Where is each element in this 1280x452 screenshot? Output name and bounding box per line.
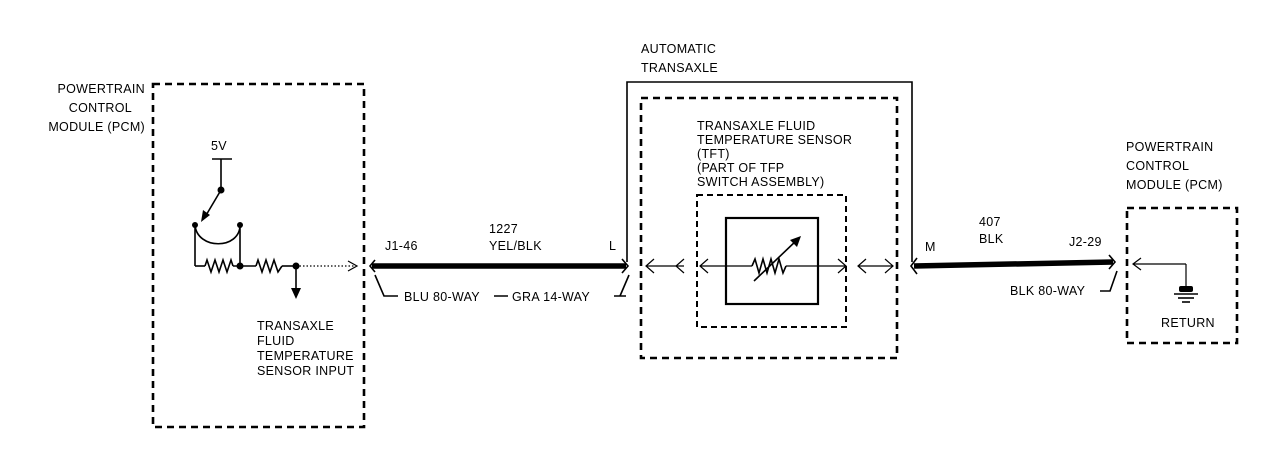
tft-input-label-3: TEMPERATURE: [257, 349, 354, 363]
tfp-switch-assembly-box: [696, 194, 847, 328]
transaxle-block: AUTOMATIC TRANSAXLE TRANSAXLE FLUID TEMP…: [626, 42, 913, 360]
pin-j2-label: J2-29: [1069, 235, 1102, 249]
pcm-left-block: POWERTRAIN CONTROL MODULE (PCM) 5V: [48, 82, 366, 429]
tft-sensor-label-2: TEMPERATURE SENSOR: [697, 133, 852, 147]
transaxle-label-1: AUTOMATIC: [641, 42, 716, 56]
pcm-right-label-3: MODULE (PCM): [1126, 178, 1223, 192]
circuit-1227-color: YEL/BLK: [489, 239, 542, 253]
circuit-407-number: 407: [979, 215, 1001, 229]
pcm-left-label-2: CONTROL: [69, 101, 132, 115]
tft-sensor-label-4: (PART OF TFP: [697, 161, 784, 175]
pcm-left-label-3: MODULE (PCM): [48, 120, 145, 134]
sensor-body: [724, 216, 820, 306]
transaxle-inner-box: [639, 96, 899, 360]
input-arrow-icon: [291, 288, 301, 299]
five-volt-label: 5V: [211, 139, 227, 153]
tft-input-label-2: FLUID: [257, 334, 295, 348]
pcm-right-box: [1125, 206, 1239, 345]
pcm-right-label-2: CONTROL: [1126, 159, 1189, 173]
circuit-407-color: BLK: [979, 232, 1004, 246]
pcm-left-box: [151, 82, 366, 429]
pullup-resistor-icon: [255, 257, 283, 275]
harness-407: M 407 BLK J2-29 BLK 80-WAY: [910, 215, 1118, 298]
pcm-right-block: POWERTRAIN CONTROL MODULE (PCM) RETURN: [1125, 140, 1239, 345]
pin-m-label: M: [925, 240, 936, 254]
switch-icon: [192, 158, 243, 266]
connector-blk-label: BLK 80-WAY: [1010, 284, 1086, 298]
circuit-1227-number: 1227: [489, 222, 518, 236]
pin-l-label: L: [609, 239, 616, 253]
harness-1227: J1-46 1227 YEL/BLK L BLU 80-WAY GRA 14-W…: [368, 222, 630, 304]
resistor-icon: [204, 257, 234, 275]
connector-gra-label: GRA 14-WAY: [512, 290, 590, 304]
transaxle-outline: [626, 81, 913, 262]
pcm-right-label-1: POWERTRAIN: [1126, 140, 1214, 154]
pin-j1-label: J1-46: [385, 239, 418, 253]
tft-sensor-label-3: (TFT): [697, 147, 730, 161]
pcm-left-label-1: POWERTRAIN: [58, 82, 146, 96]
tft-sensor-label-1: TRANSAXLE FLUID: [697, 119, 815, 133]
transaxle-label-2: TRANSAXLE: [641, 61, 718, 75]
ground-icon: [1174, 286, 1198, 303]
tft-input-label-4: SENSOR INPUT: [257, 364, 354, 378]
connector-blu-label: BLU 80-WAY: [404, 290, 480, 304]
wire-407: [913, 259, 1114, 269]
tft-sensor-label-5: SWITCH ASSEMBLY): [697, 175, 825, 189]
tft-input-label-1: TRANSAXLE: [257, 319, 334, 333]
return-label: RETURN: [1161, 316, 1215, 330]
